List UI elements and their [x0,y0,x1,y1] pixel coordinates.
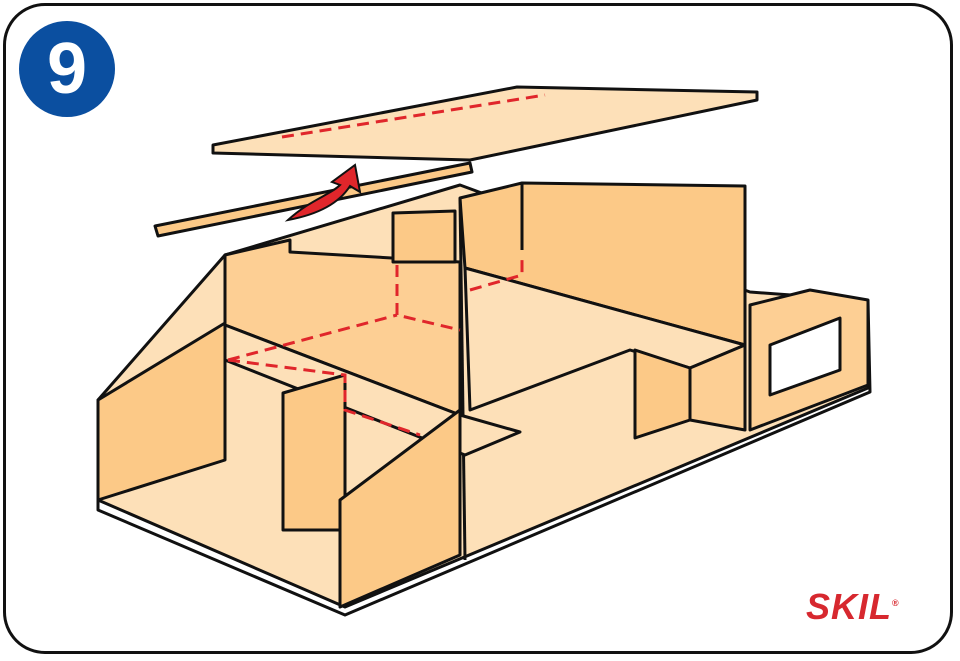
left-wall [96,321,227,502]
guide-line-shelf [227,313,398,362]
tall-rear-wall [458,181,747,347]
front-edge [96,299,872,617]
guide-line-rear [469,255,524,292]
skil-logo: SKIL® [806,586,900,627]
lift-arrow-icon [284,163,362,222]
interior-wall-2 [688,343,747,432]
right-opening [768,316,842,397]
inner-stub-wall [391,209,457,264]
step-number-badge: 9 [19,21,115,117]
front-corner-wall [338,408,462,609]
front-divider-wall [281,373,347,532]
top-board [211,85,759,162]
loose-strip [153,161,474,238]
guide-line-top [281,93,546,139]
guide-line-lower [227,358,421,437]
